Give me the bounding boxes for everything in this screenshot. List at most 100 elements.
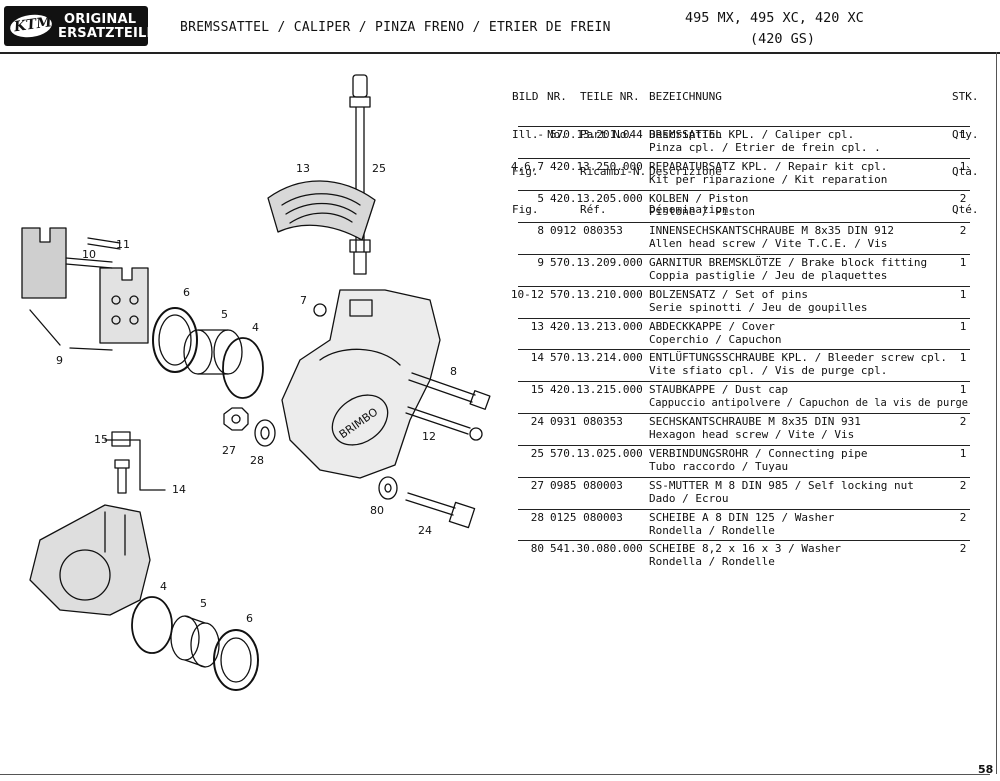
callout-4-lower: 4 [160, 580, 167, 593]
row-description-2: Kit per riparazione / Kit reparation [649, 172, 888, 186]
row-description-1: BOLZENSATZ / Set of pins [649, 288, 808, 301]
row-qty: 1 [959, 256, 967, 269]
row-description-2: Pistone / Piston [649, 204, 755, 218]
callout-28: 28 [250, 454, 264, 467]
connecting-pipe-part [349, 74, 371, 275]
callout-9: 9 [56, 354, 63, 367]
row-part-number: 0931 080353 [550, 415, 623, 428]
callout-14: 14 [172, 483, 186, 496]
callout-5-lower: 5 [200, 597, 207, 610]
row-description-1: SCHEIBE 8,2 x 16 x 3 / Washer [649, 542, 842, 555]
header-part-column: TEILE NR. Part No. Ricambi-N. Réf. [580, 66, 646, 241]
row-fig: - [537, 128, 544, 141]
allen-screws-part [405, 372, 491, 441]
row-description-1: ENTLÜFTUNGSSCHRAUBE KPL. / Bleeder screw… [649, 351, 948, 364]
caliper-lower-part [29, 504, 151, 616]
header-desc: Dénomination [649, 202, 729, 216]
header-fig-nr: NR. [547, 90, 567, 103]
row-part-number: 0125 080003 [550, 511, 623, 524]
row-description-2: Tubo raccordo / Tuyau [649, 459, 789, 473]
callout-4: 4 [252, 321, 259, 334]
row-divider [518, 126, 970, 127]
row-description-1: STAUBKAPPE / Dust cap [649, 383, 789, 396]
row-fig: 10-12 [510, 288, 544, 301]
frame-bottom-border [0, 774, 990, 775]
header-desc-column: BEZEICHNUNG Description Descrizione Déno… [649, 66, 728, 241]
header-part: Part No. [580, 127, 633, 141]
row-fig: 5 [537, 192, 544, 205]
caliper-body-part [281, 289, 441, 479]
bleeder-screw-part [104, 431, 166, 494]
row-divider [518, 477, 970, 478]
row-fig: 8 [537, 224, 544, 237]
header-qty: Qté. [952, 202, 979, 216]
row-divider [518, 222, 970, 223]
header-desc: Description [649, 127, 722, 141]
row-fig: 14 [530, 351, 544, 364]
row-divider [518, 254, 970, 255]
header-part: Ricambi-N. [580, 165, 647, 178]
model-list-secondary: (420 GS) [750, 31, 816, 47]
brake-pads-part [21, 227, 149, 351]
row-fig: 13 [530, 320, 544, 333]
row-qty: 1 [959, 288, 967, 301]
header-fig: BILD [512, 90, 539, 103]
row-qty: 1 [959, 447, 967, 460]
row-description-2: Serie spinotti / Jeu de goupilles [649, 300, 868, 314]
row-part-number: 570.13.209.000 [550, 256, 643, 269]
row-description-1: SS-MUTTER M 8 DIN 985 / Self locking nut [649, 479, 914, 492]
header-fig-column: BILD Ill. Fig. Fig. [512, 66, 539, 241]
callout-6: 6 [183, 286, 190, 299]
page-title: BREMSSATTEL / CALIPER / PINZA FRENO / ET… [180, 20, 611, 35]
row-qty: 1 [959, 160, 967, 173]
row-fig: 4,6,7 [510, 160, 544, 173]
callout-24: 24 [418, 524, 432, 537]
header-qty-column: STK. Qty. Qtà. Qté. [952, 66, 979, 241]
row-qty: 2 [959, 192, 967, 205]
row-description-2: Coppia pastiglie / Jeu de plaquettes [649, 268, 888, 282]
row-part-number: 420.13.215.000 [550, 383, 643, 396]
header-part: TEILE NR. [580, 90, 640, 103]
row-description-2: Pinza cpl. / Etrier de frein cpl. . [649, 140, 881, 154]
header-qty: Qty. [952, 127, 979, 141]
header-fig-nr: No. [547, 127, 567, 141]
row-divider [518, 349, 970, 350]
row-divider [518, 540, 970, 541]
header-fig: Ill. [512, 127, 539, 141]
row-fig: 28 [530, 511, 544, 524]
row-qty: 1 [959, 128, 967, 141]
row-part-number: 420.13.205.000 [550, 192, 643, 205]
row-fig: 9 [537, 256, 544, 269]
row-part-number: 570.13.025.000 [550, 447, 643, 460]
logo-line-2: ERSATZTEILE [58, 26, 156, 41]
callout-8: 8 [450, 365, 457, 378]
nut-washer-part [223, 407, 276, 447]
row-description-1: SCHEIBE A 8 DIN 125 / Washer [649, 511, 835, 524]
piston-set-upper [152, 307, 264, 399]
exploded-diagram: BRIMBO 13 25 10 11 6 5 4 7 8 9 12 15 27 … [21, 74, 491, 691]
callout-7: 7 [300, 294, 307, 307]
pins-part [65, 237, 121, 269]
ktm-oval-emblem: KTM [8, 12, 54, 40]
row-fig: 24 [530, 415, 544, 428]
row-qty: 1 [959, 351, 967, 364]
header-fig: Fig. [512, 202, 539, 216]
row-qty: 1 [959, 320, 967, 333]
row-part-number: 570.13.214.000 [550, 351, 643, 364]
row-part-number: 0985 080003 [550, 479, 623, 492]
row-description-2: Cappuccio antipolvere / Capuchon de la v… [649, 396, 969, 409]
header-fig: Fig. [512, 165, 539, 178]
row-part-number: 0912 080353 [550, 224, 623, 237]
row-description-2: Rondella / Rondelle [649, 554, 775, 568]
piston-set-lower [131, 596, 259, 691]
row-divider [518, 286, 970, 287]
row-description-1: VERBINDUNGSROHR / Connecting pipe [649, 447, 868, 460]
row-qty: 2 [959, 511, 967, 524]
model-list: 495 MX, 495 XC, 420 XC [685, 10, 864, 26]
row-description-1: ABDECKKAPPE / Cover [649, 320, 775, 333]
callout-25: 25 [372, 162, 386, 175]
row-divider [518, 413, 970, 414]
callout-6-lower: 6 [246, 612, 253, 625]
row-fig: 27 [530, 479, 544, 492]
header-desc: Descrizione [649, 165, 722, 178]
